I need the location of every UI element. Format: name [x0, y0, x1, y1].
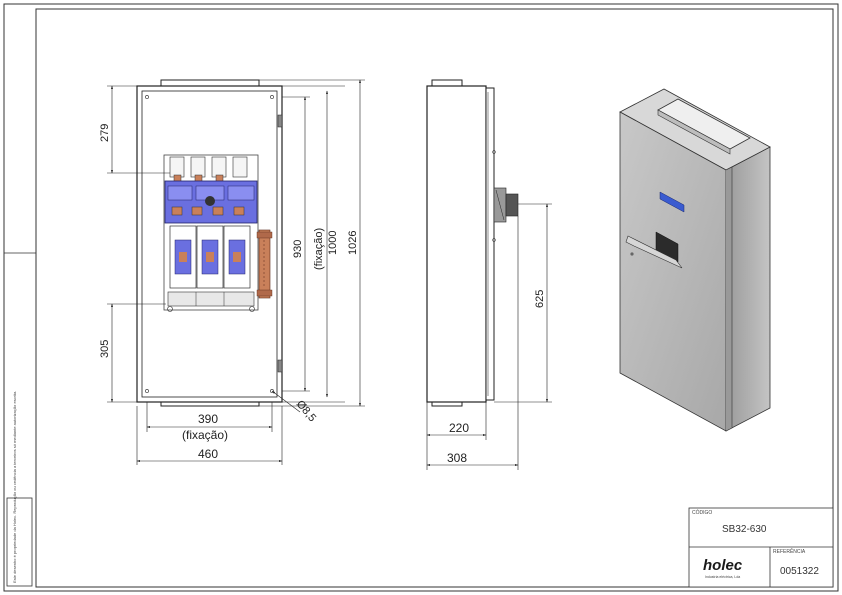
dim-fix-width: 390: [198, 412, 218, 426]
screw: [145, 95, 149, 99]
dim-fix-height: 930: [292, 240, 304, 258]
side-note-text: Este desenho é propriedade da Holec. Rep…: [12, 391, 17, 583]
dim-fix-height-note: (fixação): [313, 228, 325, 270]
iso-side-face: [725, 146, 771, 432]
code-label: CÓDIGO: [692, 509, 712, 516]
top-terminals: [169, 156, 248, 184]
side-body-outline: [426, 85, 487, 403]
side-view: 625 220 308: [426, 79, 552, 470]
fuse-bases: [169, 225, 251, 289]
dim-fix-width-note: (fixação): [182, 428, 228, 442]
title-block: CÓDIGO SB32-630 REFERÊNCIA 0051322 holec…: [688, 507, 834, 588]
dim-bottom-offset: 305: [99, 340, 111, 358]
switch-disconnector: [164, 180, 258, 224]
dim-depth-body: 220: [449, 421, 469, 435]
screw: [145, 389, 149, 393]
dim-top-offset: 279: [99, 124, 111, 142]
brand-logo: holec: [703, 557, 743, 574]
inner-frame: [35, 8, 834, 588]
side-handle: [493, 187, 519, 223]
dim-depth-total: 308: [447, 451, 467, 465]
dim-height-inner: 1000: [327, 231, 339, 255]
front-view: 279 305 930 (fixação) 1000 1026 390 (fix…: [99, 79, 365, 465]
iso-indicator-window: [659, 191, 685, 213]
cabinet-inner-outline: [141, 90, 278, 398]
screw: [270, 95, 274, 99]
bottom-terminals: [167, 291, 255, 312]
dim-height-total: 1026: [347, 231, 359, 255]
iso-handle: [625, 231, 683, 269]
ref-value: 0051322: [780, 566, 819, 577]
earth-bar: [256, 229, 273, 299]
side-note: Este desenho é propriedade da Holec. Rep…: [6, 391, 33, 587]
dim-handle-height: 625: [534, 290, 546, 308]
ref-label: REFERÊNCIA: [773, 547, 806, 555]
dim-width-total: 460: [198, 447, 218, 461]
brand-subtitle: Industria eléctrica, Lda: [705, 575, 740, 579]
side-door-outline: [485, 87, 495, 401]
outer-frame: [3, 3, 839, 592]
hinge-bottom: [277, 359, 283, 373]
code-value: SB32-630: [722, 524, 767, 535]
isometric-view: [619, 88, 771, 432]
hinge-top: [277, 114, 283, 128]
